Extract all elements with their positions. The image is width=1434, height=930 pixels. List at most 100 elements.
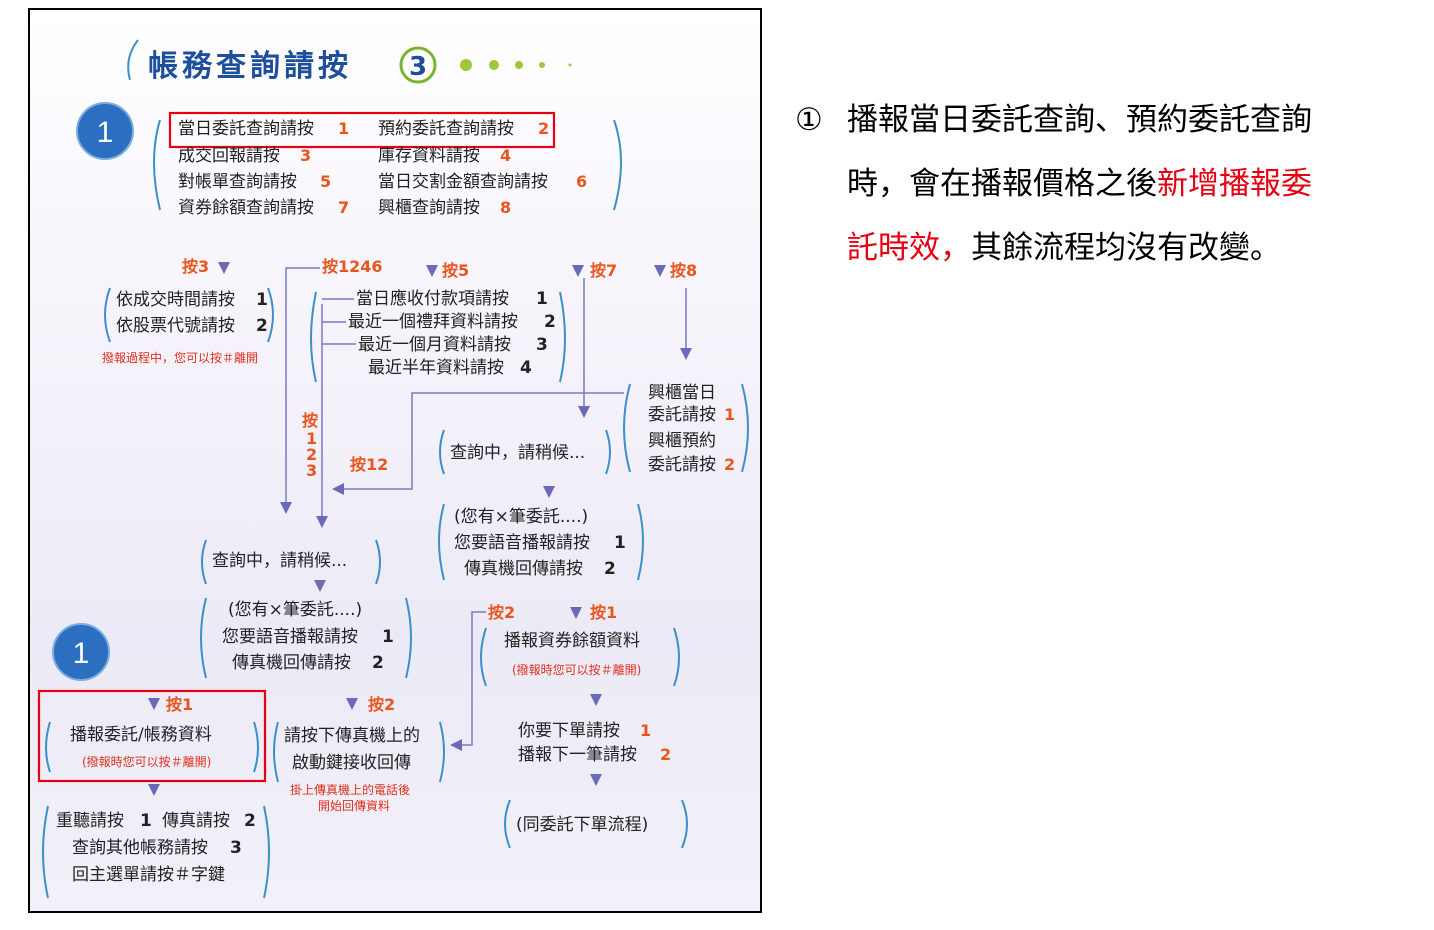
trade-option-1-key: 1 — [256, 290, 268, 310]
label-press8: 按8 — [670, 261, 697, 280]
arrow-press1 — [148, 698, 160, 710]
fax-left-label: 傳真機回傳請按 — [232, 653, 351, 673]
youhave-left-bracket-left — [200, 597, 207, 679]
flow-diagram-frame: 帳務查詢請按 3 1 當日委託查詢請按 1 預約委託查詢請按 2 成交回報請按 … — [28, 8, 762, 913]
title-number: 3 — [409, 52, 427, 82]
trade-option-2-label: 依股票代號請按 — [116, 316, 235, 336]
arrow-querying-right — [543, 486, 555, 498]
menu-item-6-label: 當日交割金額查詢請按 — [378, 172, 548, 192]
faxstart-bracket-right — [439, 721, 445, 783]
replay-bracket-right — [263, 805, 270, 899]
arrow-next-down — [590, 774, 602, 786]
note-line-3: 託時效，其餘流程均沒有改變。 — [795, 216, 1405, 280]
fax-right-key: 2 — [604, 559, 616, 579]
note-line3-suffix: 其餘流程均沒有改變。 — [971, 230, 1281, 266]
you-have-left: (您有×筆委託....) — [228, 600, 362, 620]
trade-bracket-left — [104, 287, 111, 343]
statement-option-4-key: 4 — [520, 358, 532, 378]
statement-bracket-left — [310, 291, 317, 383]
emerging-2-line1: 興櫃預約 — [648, 431, 716, 451]
replay-bracket-left — [42, 805, 49, 899]
emerging-bracket-left — [623, 383, 631, 473]
voice-right-key: 1 — [614, 533, 626, 553]
arrow-broadcast-down — [148, 784, 160, 796]
querying-right-bracket-left — [439, 429, 445, 475]
arrow-querying-left — [314, 580, 326, 592]
fax-note-line2: 開始回傳資料 — [318, 799, 390, 813]
menu-item-2-key: 2 — [538, 119, 549, 138]
menu-item-1-label: 當日委託查詢請按 — [178, 119, 314, 139]
trade-note: 撥報過程中，您可以按＃離開 — [102, 350, 258, 365]
broadcast-note: (撥報時您可以按＃離開) — [82, 754, 211, 769]
broadcast-bracket-left — [45, 721, 51, 773]
emerging-bracket-right — [741, 383, 749, 473]
faxstart-bracket-left — [273, 721, 279, 783]
badge-bottom — [52, 623, 110, 681]
label-press12: 按12 — [350, 455, 388, 474]
badge-bottom-label: 1 — [73, 637, 90, 670]
fax-option-key: 2 — [244, 811, 256, 831]
arrow-press8-down — [680, 348, 692, 360]
voice-left-label: 您要語音播報請按 — [222, 627, 358, 647]
arrow-margin-press2 — [450, 739, 462, 751]
trade-bracket-right — [267, 287, 274, 343]
note-line3-red: 託時效， — [847, 230, 971, 266]
menu-item-8-key: 8 — [500, 198, 511, 217]
label-press2: 按2 — [368, 695, 395, 714]
statement-connectors — [322, 298, 356, 345]
replay-label: 重聽請按 — [56, 811, 124, 831]
arrow-press5 — [426, 265, 438, 277]
label-press3: 按3 — [182, 257, 209, 276]
next-label: 播報下一筆請按 — [518, 745, 637, 765]
emerging-2-line2: 委託請按 — [648, 455, 716, 475]
label-press5: 按5 — [442, 261, 469, 280]
margin-note: (撥報時您可以按＃離開) — [512, 662, 641, 677]
label-press123-char-4: 3 — [306, 461, 317, 480]
label-press123-char-2: 1 — [306, 429, 317, 448]
statement-option-1-label: 當日應收付款項請按 — [356, 288, 509, 309]
broadcast-highlight — [37, 689, 267, 783]
trade-option-2-key: 2 — [256, 316, 268, 336]
line-press1246 — [285, 267, 320, 502]
order-label: 你要下單請按 — [518, 721, 620, 741]
label-press7: 按7 — [590, 261, 617, 280]
label-press1246: 按1246 — [322, 257, 383, 276]
label-margin-press2: 按2 — [488, 603, 515, 622]
arrow-margin-press1 — [570, 607, 582, 619]
fax-option-label: 傳真請按 — [162, 811, 230, 831]
title-bracket — [127, 39, 139, 81]
top-menu-bracket-right — [613, 119, 622, 211]
fax-start-line1: 請按下傳真機上的 — [284, 726, 420, 746]
menu-item-3-key: 3 — [300, 146, 311, 165]
fax-left-key: 2 — [372, 653, 384, 673]
statement-option-3-key: 3 — [536, 335, 548, 355]
voice-left-key: 1 — [382, 627, 394, 647]
badge-top — [76, 102, 134, 160]
statement-option-2-key: 2 — [544, 312, 556, 332]
note-line2-red: 新增播報委 — [1157, 166, 1312, 202]
arrow-press8 — [654, 265, 666, 277]
statement-bracket-right — [559, 291, 566, 383]
statement-option-2-label: 最近一個禮拜資料請按 — [348, 312, 518, 332]
badge-top-label: 1 — [97, 116, 114, 149]
statement-option-1-key: 1 — [536, 289, 548, 309]
label-press1: 按1 — [166, 695, 193, 714]
menu-item-5-key: 5 — [320, 172, 331, 191]
line-margin-press2 — [462, 611, 486, 746]
other-query-key: 3 — [230, 838, 242, 858]
margin-broadcast: 播報資券餘額資料 — [504, 631, 640, 651]
menu-item-6-key: 6 — [576, 172, 587, 191]
margin-bracket-right — [673, 627, 680, 687]
arrow-margin-down — [590, 694, 602, 706]
statement-option-3-label: 最近一個月資料請按 — [358, 335, 511, 355]
menu-item-2-label: 預約委託查詢請按 — [378, 119, 514, 139]
arrow-press7-down — [578, 406, 590, 418]
menu-item-1-key: 1 — [338, 119, 349, 138]
arrow-press2 — [346, 698, 358, 710]
menu-item-7-label: 資券餘額查詢請按 — [178, 198, 314, 218]
fax-start-line2: 啟動鍵接收回傳 — [292, 753, 411, 773]
label-press123-char-1: 按 — [302, 411, 318, 430]
fax-note-line1: 掛上傳真機上的電話後 — [290, 782, 410, 797]
arrow-press1246 — [280, 502, 292, 514]
menu-item-7-key: 7 — [338, 198, 349, 217]
